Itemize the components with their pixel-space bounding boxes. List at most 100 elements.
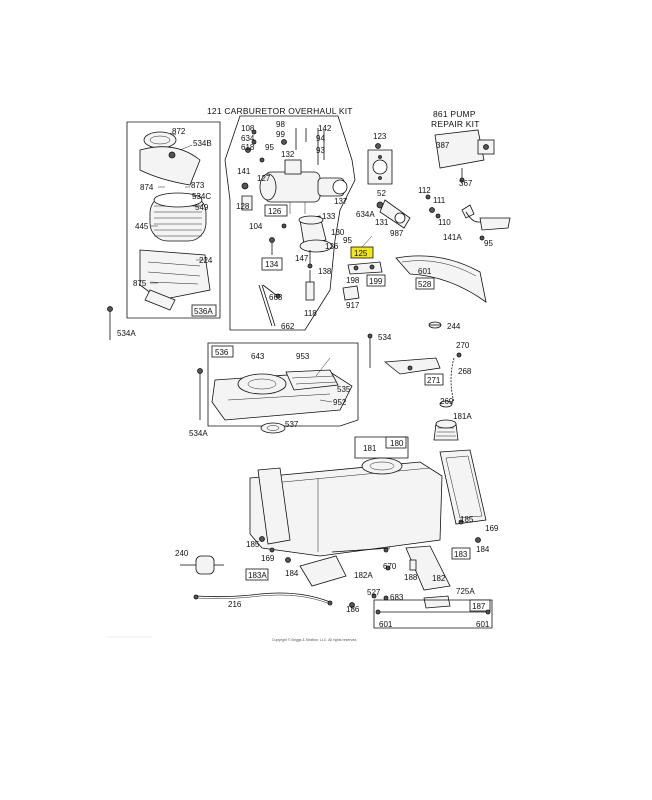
pump-kit-title-line2: REPAIR KIT — [431, 119, 480, 129]
part-601-a: 601 — [418, 267, 432, 276]
part-618: 618 — [241, 143, 255, 152]
part-534: 534 — [378, 333, 392, 342]
cap-181A — [433, 419, 459, 441]
pump-kit-title-line1: 861 PUMP — [433, 109, 476, 119]
choke-parts — [342, 261, 386, 301]
part-367: 367 — [459, 179, 473, 188]
part-183A: 183A — [248, 571, 267, 580]
part-528: 528 — [418, 280, 432, 289]
part-147: 147 — [295, 254, 309, 263]
part-184-a: 184 — [476, 545, 490, 554]
part-534A-mid: 534A — [189, 429, 208, 438]
part-953: 953 — [296, 352, 310, 361]
part-132: 132 — [281, 150, 295, 159]
part-128: 128 — [236, 202, 250, 211]
part-52: 52 — [377, 189, 386, 198]
part-874: 874 — [140, 183, 154, 192]
carburetor-kit-title: 121 CARBURETOR OVERHAUL KIT — [207, 106, 353, 116]
part-95-b: 95 — [343, 236, 352, 245]
part-169-b: 169 — [261, 554, 275, 563]
part-917: 917 — [346, 301, 360, 310]
part-875: 875 — [133, 279, 147, 288]
part-188: 188 — [404, 573, 418, 582]
part-141: 141 — [237, 167, 251, 176]
part-111: 111 — [433, 196, 446, 205]
part-126-box — [264, 204, 288, 217]
part-141A: 141A — [443, 233, 462, 242]
part-134: 134 — [265, 260, 279, 269]
part-185-b: 185 — [246, 540, 260, 549]
part-169-a: 169 — [485, 524, 499, 533]
part-94: 94 — [316, 134, 325, 143]
part-445: 445 — [135, 222, 149, 231]
part-873: 873 — [191, 181, 205, 190]
part-182A: 182A — [354, 571, 373, 580]
part-670: 670 — [383, 562, 397, 571]
part-725A: 725A — [456, 587, 475, 596]
part-184-b: 184 — [285, 569, 299, 578]
part-181A: 181A — [453, 412, 472, 421]
carburetor-group — [224, 115, 356, 331]
part-216: 216 — [228, 600, 242, 609]
part-186: 186 — [346, 605, 360, 614]
part-108: 108 — [241, 124, 255, 133]
part-138: 138 — [318, 267, 332, 276]
fuel-pump-group — [434, 129, 495, 183]
part-110: 110 — [438, 218, 451, 227]
part-534A-left: 534A — [117, 329, 136, 338]
part-387: 387 — [436, 141, 450, 150]
part-601-b: 601 — [379, 620, 393, 629]
part-187: 187 — [472, 602, 486, 611]
part-130: 130 — [331, 228, 345, 237]
part-244: 244 — [447, 322, 461, 331]
part-987: 987 — [390, 229, 404, 238]
intake-group — [367, 143, 411, 229]
part-268: 268 — [458, 367, 472, 376]
copyright-text: Copyright © Briggs & Stratton, LLC. All … — [272, 638, 357, 642]
part-224: 224 — [199, 256, 213, 265]
part-527: 527 — [367, 588, 381, 597]
part-952: 952 — [333, 398, 347, 407]
part-536: 536 — [215, 348, 229, 357]
part-643: 643 — [251, 352, 265, 361]
part-270: 270 — [456, 341, 470, 350]
part-634: 634 — [241, 134, 255, 143]
part-112: 112 — [418, 186, 431, 195]
fuel-tank-group — [245, 436, 493, 629]
part-634A: 634A — [356, 210, 375, 219]
air-cleaner-group — [107, 121, 221, 340]
part-131: 131 — [375, 218, 389, 227]
part-136: 136 — [325, 242, 339, 251]
part-198: 198 — [346, 276, 360, 285]
part-535: 535 — [337, 385, 351, 394]
part-271: 271 — [427, 376, 441, 385]
part-181: 181 — [363, 444, 377, 453]
part-536A-box: 536A — [194, 307, 213, 316]
part-534C: 534C — [192, 192, 211, 201]
part-182: 182 — [432, 574, 446, 583]
part-98: 98 — [276, 120, 285, 129]
part-537: 537 — [285, 420, 299, 429]
tank-top-group — [197, 342, 359, 434]
governor-group — [425, 194, 511, 241]
part-127: 127 — [257, 174, 271, 183]
part-118: 118 — [304, 309, 317, 318]
linkage-group — [383, 352, 462, 408]
part-133: 133 — [322, 212, 336, 221]
part-183: 183 — [454, 550, 468, 559]
part-142: 142 — [318, 124, 332, 133]
part-123: 123 — [373, 132, 387, 141]
part-137: 137 — [334, 197, 348, 206]
part-240: 240 — [175, 549, 189, 558]
part-99: 99 — [276, 130, 285, 139]
part-180: 180 — [390, 439, 404, 448]
part-95-c: 95 — [484, 239, 493, 248]
part-269: 269 — [440, 397, 454, 406]
part-549: 549 — [195, 203, 209, 212]
part-534B: 534B — [193, 139, 212, 148]
part-126: 126 — [268, 207, 282, 216]
part-199: 199 — [369, 277, 383, 286]
part-872: 872 — [172, 127, 186, 136]
part-93: 93 — [316, 146, 325, 155]
